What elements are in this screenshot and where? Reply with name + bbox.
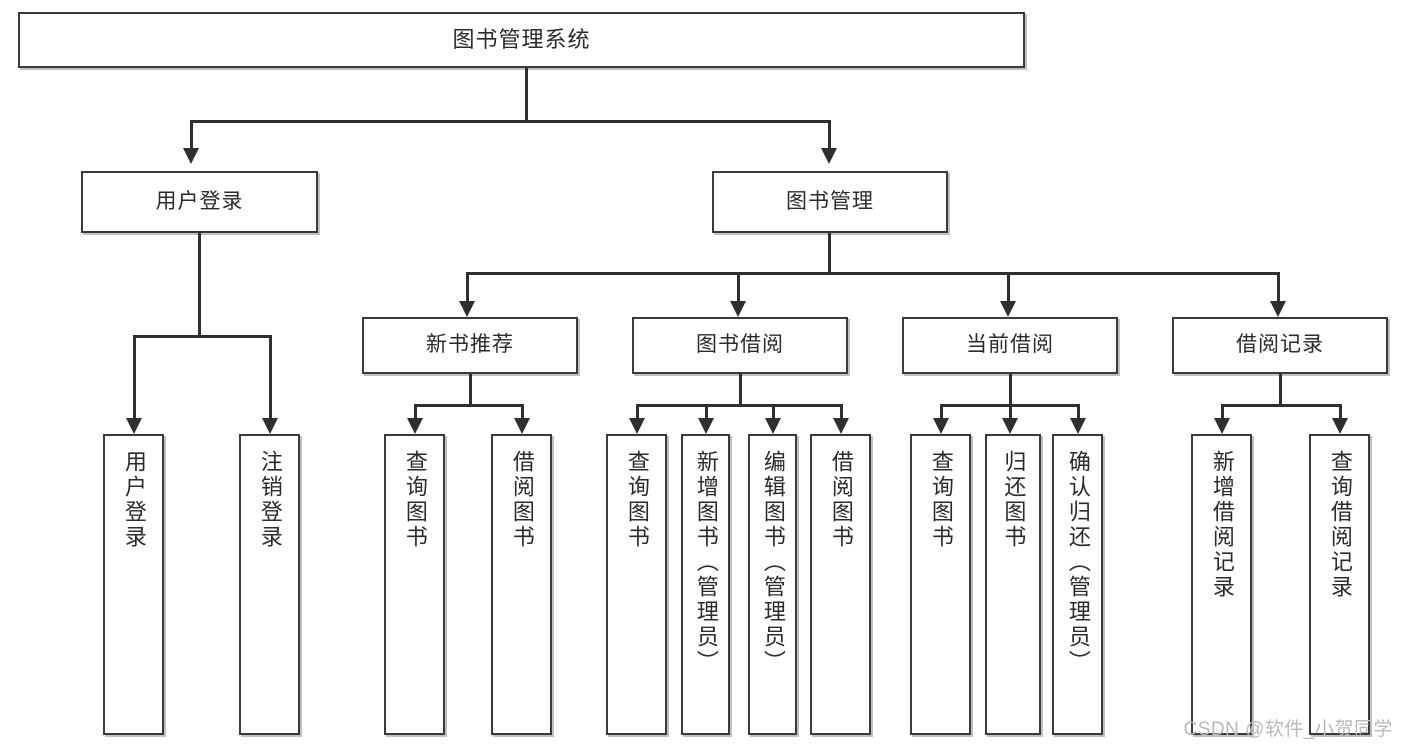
connector-bookborrow-stem (739, 374, 742, 404)
arrow-bookborrow-to-leaf4 (833, 418, 849, 434)
connector-userlogin-stem (198, 233, 201, 335)
connector-userlogin-to-leaf1 (133, 335, 136, 418)
connector-borrowrecord-to-leaf1 (1221, 404, 1224, 420)
node-label: 新增图书（管理员） (693, 450, 719, 675)
leaf-query-borrow-record[interactable]: 查询借阅记录 (1309, 434, 1370, 735)
connector-borrowrecord-stem (1279, 374, 1282, 404)
node-label: 当前借阅 (966, 333, 1054, 357)
arrow-currentborrow-to-leaf3 (1070, 418, 1086, 434)
node-label: 新书推荐 (426, 333, 514, 357)
connector-bookmgmt-to-l3-1 (466, 272, 469, 301)
connector-userlogin-to-leaf2 (269, 335, 272, 418)
node-book-borrow[interactable]: 图书借阅 (632, 317, 848, 374)
arrow-userlogin-to-leaf2 (262, 418, 278, 434)
leaf-query-book-newbook[interactable]: 查询图书 (384, 434, 445, 735)
connector-newbook-to-leaf1 (414, 404, 417, 420)
arrow-bookborrow-to-leaf2 (698, 418, 714, 434)
connector-bookborrow-bus (636, 404, 843, 407)
connector-newbook-bus (414, 404, 524, 407)
connector-bookborrow-to-leaf1 (636, 404, 639, 420)
leaf-user-login[interactable]: 用户登录 (103, 434, 164, 735)
arrow-borrowrecord-to-leaf2 (1332, 418, 1348, 434)
node-label: 用户登录 (155, 189, 244, 213)
arrow-bookborrow-to-leaf1 (629, 418, 645, 434)
connector-currentborrow-to-leaf3 (1077, 404, 1080, 420)
connector-borrowrecord-to-leaf2 (1339, 404, 1342, 420)
connector-currentborrow-to-leaf1 (940, 404, 943, 420)
connector-root-stem (525, 68, 528, 120)
connector-bookborrow-to-leaf4 (840, 404, 843, 420)
connector-currentborrow-to-leaf2 (1009, 404, 1012, 420)
arrow-borrowrecord-to-leaf1 (1214, 418, 1230, 434)
node-label: 用户登录 (121, 450, 147, 550)
node-label: 图书借阅 (696, 333, 784, 357)
node-label: 借阅图书 (509, 450, 535, 550)
arrow-newbook-to-leaf1 (407, 418, 423, 434)
leaf-borrow-book[interactable]: 借阅图书 (810, 434, 871, 735)
connector-bookmgmt-stem (828, 233, 831, 272)
node-user-login[interactable]: 用户登录 (81, 171, 318, 233)
arrow-bookborrow-to-leaf3 (765, 418, 781, 434)
node-label: 图书管理系统 (452, 27, 591, 53)
leaf-add-book-admin[interactable]: 新增图书（管理员） (681, 434, 730, 735)
arrow-root-to-userlogin (183, 148, 199, 164)
node-label: 借阅记录 (1236, 333, 1324, 357)
arrow-newbook-to-leaf2 (514, 418, 530, 434)
node-label: 编辑图书（管理员） (760, 450, 786, 675)
leaf-return-book[interactable]: 归还图书 (985, 434, 1041, 735)
connector-newbook-stem (469, 374, 472, 404)
connector-root-to-userlogin (190, 120, 193, 148)
leaf-borrow-book-newbook[interactable]: 借阅图书 (491, 434, 552, 735)
leaf-add-borrow-record[interactable]: 新增借阅记录 (1191, 434, 1252, 735)
connector-root-to-bookmgmt (828, 120, 831, 148)
connector-bookborrow-to-leaf2 (705, 404, 708, 420)
leaf-query-book-current[interactable]: 查询图书 (910, 434, 971, 735)
arrow-currentborrow-to-leaf1 (933, 418, 949, 434)
leaf-query-book-borrow[interactable]: 查询图书 (606, 434, 667, 735)
leaf-logout[interactable]: 注销登录 (239, 434, 300, 735)
arrow-bookmgmt-to-l3-2 (730, 301, 746, 317)
connector-root-bus (190, 120, 830, 123)
arrow-userlogin-to-leaf1 (126, 418, 142, 434)
node-label: 借阅图书 (828, 450, 854, 550)
connector-bookborrow-to-leaf3 (772, 404, 775, 420)
connector-newbook-to-leaf2 (521, 404, 524, 420)
node-label: 注销登录 (257, 450, 283, 550)
node-current-borrow[interactable]: 当前借阅 (902, 317, 1118, 374)
arrow-root-to-bookmgmt (821, 148, 837, 164)
arrow-bookmgmt-to-l3-1 (459, 301, 475, 317)
node-label: 确认归还（管理员） (1065, 450, 1091, 675)
leaf-confirm-return-admin[interactable]: 确认归还（管理员） (1052, 434, 1103, 735)
node-root-system[interactable]: 图书管理系统 (18, 12, 1025, 68)
connector-borrowrecord-bus (1221, 404, 1339, 407)
connector-userlogin-bus (133, 335, 271, 338)
node-label: 查询借阅记录 (1327, 450, 1353, 600)
node-book-management[interactable]: 图书管理 (712, 171, 948, 233)
leaf-edit-book-admin[interactable]: 编辑图书（管理员） (748, 434, 797, 735)
node-label: 查询图书 (928, 450, 954, 550)
connector-currentborrow-stem (1009, 374, 1012, 404)
arrow-currentborrow-to-leaf2 (1002, 418, 1018, 434)
connector-bookmgmt-to-l3-2 (737, 272, 740, 301)
node-label: 图书管理 (786, 189, 874, 213)
node-label: 归还图书 (1001, 450, 1027, 550)
connector-bookmgmt-to-l3-3 (1007, 272, 1010, 301)
node-borrow-record[interactable]: 借阅记录 (1172, 317, 1388, 374)
connector-bookmgmt-bus (466, 272, 1280, 275)
node-label: 查询图书 (402, 450, 428, 550)
connector-bookmgmt-to-l3-4 (1277, 272, 1280, 301)
node-new-book-recommend[interactable]: 新书推荐 (362, 317, 578, 374)
node-label: 查询图书 (624, 450, 650, 550)
arrow-bookmgmt-to-l3-3 (1000, 301, 1016, 317)
node-label: 新增借阅记录 (1209, 450, 1235, 600)
arrow-bookmgmt-to-l3-4 (1270, 301, 1286, 317)
